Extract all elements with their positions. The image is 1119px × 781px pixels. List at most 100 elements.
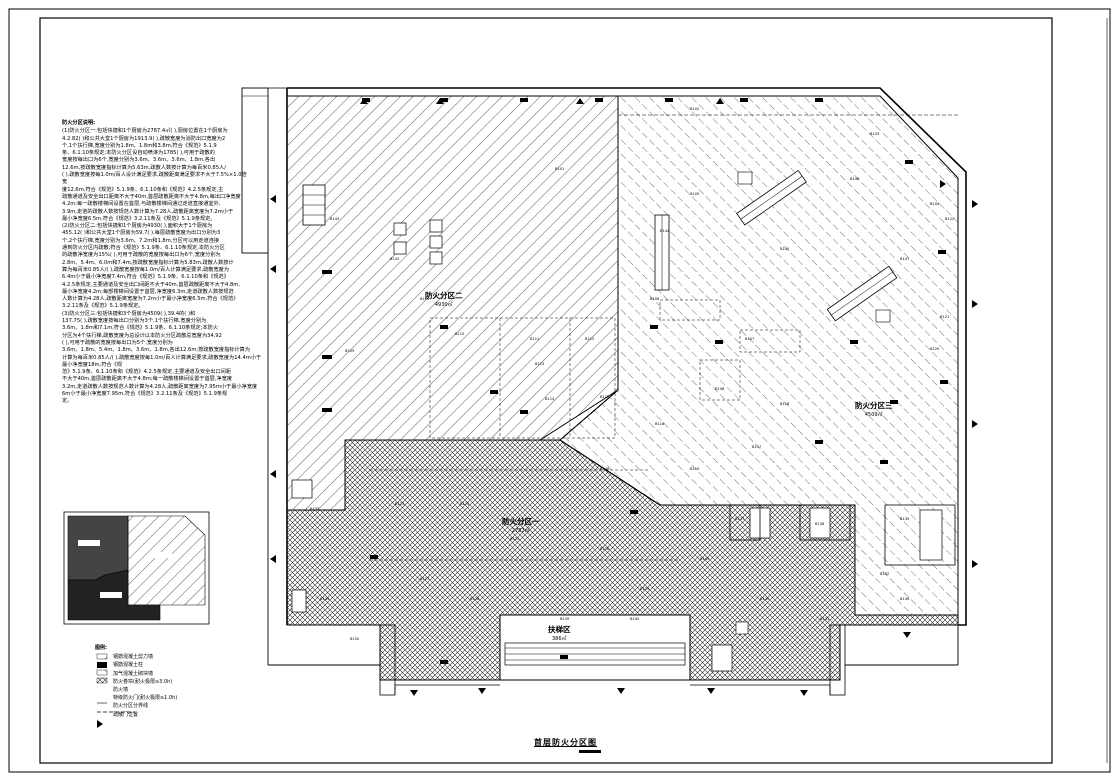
room-tag: B150 [350, 637, 360, 641]
notes-line: 4.2m;每一疏散楼梯间设置在首层,与疏散楼梯间通过走道直接通室外, [62, 201, 221, 208]
notes-line: 宽度按每出口为6个,宽度分别为3.6m、3.6m、3.6m、1.8m,各出 [62, 157, 216, 164]
room-tag: B124 [460, 502, 470, 506]
room-tag: B101 [555, 167, 564, 171]
notes-line: 度12.6m,符合《规范》5.1.9条、6.1.10条和《规范》4.2.5条规定… [62, 186, 224, 193]
zone-label-1: 防火分区一 2787㎡ [502, 516, 540, 534]
room-tag: B121 [940, 315, 949, 319]
room-tag: B126 [600, 547, 610, 551]
room-tag: B106 [650, 297, 660, 301]
notes-line: 12.6m,按疏散宽度指标计算为5.63m,疏散人数按计算为每百米0.85人/ [62, 164, 226, 171]
notes-line: ( ),疏散宽度按每1.0m/百人设计满足要求,疏散距离满足要求不大于7.5%×… [62, 172, 247, 179]
notes-line: 3.2m,走道疏散人数按规范人数计算为4.28人,疏散距离宽度为7.95m小于最… [62, 383, 258, 390]
room-tag: B136 [900, 597, 910, 601]
room-tag: B120 [930, 347, 940, 351]
legend-item: 钢筋混凝土剪力墙 [113, 653, 265, 661]
room-tag: B123 [395, 502, 404, 506]
escalator-zone-area: 386㎡ [551, 636, 567, 642]
legend-item-label: 特级防火门(耐火极限≥1.0h) [113, 695, 178, 702]
zone-2-name: 防火分区二 [425, 291, 463, 300]
escalator-zone-name: 扶梯区 [548, 625, 571, 634]
room-tag: B140 [630, 617, 640, 621]
room-tag: B129 [640, 587, 650, 591]
room-tag: B147 [900, 257, 909, 261]
room-tag: B143 [330, 217, 339, 221]
zone-3-area: 4509㎡ [864, 412, 883, 418]
zone-label-3: 防火分区三 4509㎡ [855, 400, 893, 418]
legend-list: 钢筋混凝土剪力墙钢筋混凝土柱加气混凝土砌块墙防火卷帘(耐火极限≥3.0h)防火墙… [95, 653, 265, 719]
notes-line: 算为每百米0.85人/( ),疏散宽度按每1.0m/百人计算满足要求,疏散宽度为 [62, 266, 230, 273]
zone-1-area: 2787㎡ [511, 528, 530, 534]
zone-label-escalator: 扶梯区 386㎡ [548, 624, 571, 642]
zone-2-area: 4930㎡ [434, 302, 453, 308]
room-tag: B130 [760, 597, 770, 601]
room-tag: B110 [455, 332, 465, 336]
room-tag: B131 [820, 617, 829, 621]
room-tag: B128 [470, 597, 480, 601]
fire-zone-notes: 防火分区说明: (1)防火分区一:包括快捷和1个厨房为2787.4㎡( ),厨房… [62, 120, 262, 406]
zone-3-name: 防火分区三 [855, 401, 893, 410]
notes-line: 范》5.1.9条、6.1.10条和《规范》4.2.5条规定,主要通道及安全出口间… [62, 369, 232, 376]
legend-item: 特级防火门(耐火极限≥1.0h) [113, 694, 265, 702]
legend-swatches [96, 653, 135, 728]
notes-line: (2)防火分区二:包括快捷和1个厨房为4930( ),面积大于1个厨房为 [62, 223, 213, 230]
room-tag: B113 [535, 362, 544, 366]
notes-line: 定。 [62, 398, 73, 405]
legend-item-label: 防火墙 [113, 687, 129, 694]
legend-item: 防火分区分界线 [113, 703, 265, 711]
room-tag: B112 [585, 337, 594, 341]
legend-item-label: 防火分区分界线 [113, 703, 149, 710]
legend-item: 钢筋混凝土柱 [113, 662, 265, 670]
notes-line: 4.2.82( )和公共大堂1个厨房为1913.9( ),疏散宽度为消防出口宽度… [62, 135, 226, 142]
room-tag: B116 [655, 422, 665, 426]
room-tag: B118 [780, 402, 790, 406]
room-tag: B134 [320, 597, 330, 601]
notes-line: 计算为每百米0.85人/( ),疏散宽度按每1.0m/百人计算满足要求,疏散宽度… [62, 354, 262, 368]
room-tag: B114 [545, 397, 555, 401]
room-tag: B144 [660, 229, 670, 233]
drawing-title: 首层防火分区图 [534, 738, 597, 747]
room-tag: B148 [600, 467, 610, 471]
room-tag: B103 [870, 132, 879, 136]
room-tag: B132 [880, 572, 889, 576]
notes-line: (3)防火分区三:包括快捷和3个厨房为4509( ),39.4的( )和 [62, 310, 196, 317]
legend-item: 加气混凝土砌块墙 [113, 670, 265, 678]
notes-line: 不大于40m,首层疏散距离不大于4.8m;每一疏散楼梯间设置于首层,净宽度 [62, 376, 233, 383]
legend-item: 防火卷帘(耐火极限≥3.0h) [113, 678, 265, 686]
room-tag: B109 [345, 349, 355, 353]
notes-line: 条、6.1.10条规定;本防火分区设自动喷淋为1785( ),可用于疏散的 [62, 150, 215, 157]
notes-line: 6.4m小于最小净宽度7.4m,符合《规范》5.1.9条、6.1.10条和《规范… [62, 274, 229, 281]
notes-line: 3.9m,走道的疏散人数按规范人数计算为7.28人,疏散距离宽度为7.2m小于 [62, 208, 234, 215]
notes-heading: 防火分区说明: [62, 120, 96, 126]
floor-plan [241, 87, 978, 696]
room-tag: B133 [310, 507, 319, 511]
notes-line: 4.2.5条规定,主要通道及安全出口间距不大于40m,首层疏散距离不大于4.8m… [62, 281, 240, 288]
room-tag: B149 [700, 557, 710, 561]
notes-line: 宽 [62, 179, 68, 186]
room-tag: B102 [690, 107, 699, 111]
notes-line: ( ),可用于疏散的宽度按每出口为5个,宽度分别为 [62, 339, 173, 346]
notes-line: 最小净宽度4.2m;每部楼梯间设置于首层,净宽度6.3m,走道疏散人数按规范 [62, 288, 234, 295]
room-tag: B107 [745, 337, 754, 341]
legend-item-label: 疏散门位置 [113, 711, 139, 718]
notes-line: 个,1个扶行梯,宽度分别为1.8m、1.8m和3.8m,符合《规范》5.1.9 [62, 142, 217, 149]
room-tag: B141 [420, 297, 429, 301]
room-tag: B104 [930, 202, 940, 206]
notes-line: 3.2.11条及《规范》5.1.9条规定。 [62, 303, 144, 310]
room-tag: B111 [530, 337, 539, 341]
notes-line: 个,2个扶行梯,宽度分别为3.6m、7.2m和1.8m,分区可以用走道连接 [62, 237, 220, 244]
room-tag: B135 [900, 517, 909, 521]
zone-label-2: 防火分区二 4930㎡ [425, 290, 463, 308]
room-tag: B146 [850, 177, 860, 181]
key-plan-thumbnail [63, 511, 210, 625]
legend-item-label: 加气混凝土砌块墙 [113, 670, 154, 677]
room-tag: B145 [780, 247, 789, 251]
notes-line: 3.6m、1.8m和7.1m,符合《规范》5.1.9条、6.1.10条规定;本防… [62, 325, 219, 332]
notes-line: (1)防火分区一:包括快捷和1个厨房为2787.4㎡( ),厨房位置在1个厨房为 [62, 128, 228, 135]
notes-line: 455.12( )和公共大堂1个厨房为59.7( ),每层疏散宽度为出口分别为3 [62, 230, 221, 237]
notes-line: 通到防火分区内疏散;符合《规范》5.1.9条、6.1.10条规定,本防火分区 [62, 245, 225, 252]
room-tag: B142 [390, 257, 399, 261]
room-tag: B108 [715, 387, 725, 391]
notes-body: (1)防火分区一:包括快捷和1个厨房为2787.4㎡( ),厨房位置在1个厨房为… [62, 128, 262, 405]
escalator-zone [499, 614, 691, 681]
